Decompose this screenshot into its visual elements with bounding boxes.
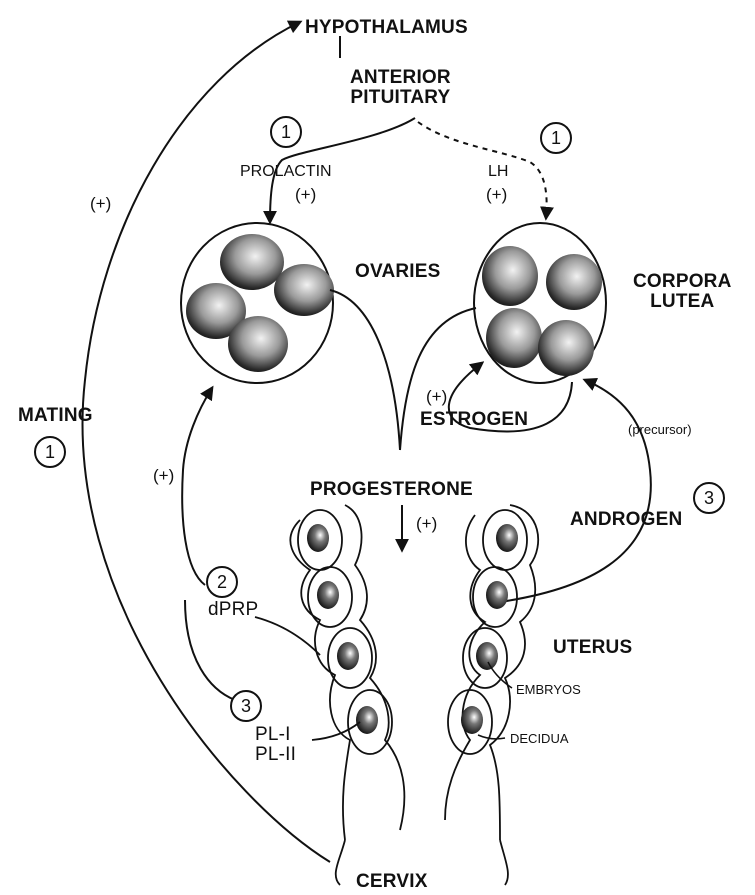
corpora-lutea-cells	[482, 246, 602, 376]
lh-label: LH	[488, 164, 508, 180]
dprp-pl-arrow	[182, 388, 212, 585]
lh-plus: (+)	[486, 186, 507, 203]
mating-label: MATING	[18, 406, 93, 425]
dprp-label: dPRP	[208, 600, 258, 619]
dprp-leader	[255, 617, 320, 655]
decidua-label: DECIDUA	[510, 732, 569, 745]
cervix-label: CERVIX	[356, 872, 428, 891]
progesterone-plus: (+)	[416, 515, 437, 532]
uterus-label: UTERUS	[553, 638, 632, 657]
corpora-lutea-label: CORPORA LUTEA	[633, 272, 732, 312]
dprp-step-number: 2	[206, 566, 238, 598]
dprp-pl-plus: (+)	[153, 467, 174, 484]
mating-step-number: 1	[34, 436, 66, 468]
progesterone-label: PROGESTERONE	[310, 480, 473, 499]
ovaries-label: OVARIES	[355, 262, 441, 281]
embryos-label: EMBRYOS	[516, 683, 581, 696]
androgen-label: ANDROGEN	[570, 510, 682, 529]
decidua-leader	[478, 735, 505, 739]
uterus-left-horn	[290, 505, 404, 840]
estrogen-plus: (+)	[426, 388, 447, 405]
pl-step-number: 3	[230, 690, 262, 722]
prolactin-step-number: 1	[270, 116, 302, 148]
ovaries-progesterone-link	[330, 290, 400, 450]
mating-plus: (+)	[90, 195, 111, 212]
precursor-label: (precursor)	[628, 423, 692, 436]
lh-step-number: 1	[540, 122, 572, 154]
hypothalamus-label: HYPOTHALAMUS	[305, 18, 468, 37]
ovary-cells	[186, 234, 334, 372]
androgen-step-number: 3	[693, 482, 725, 514]
anterior-pituitary-label: ANTERIOR PITUITARY	[350, 68, 451, 108]
uterus-right-horn	[445, 505, 538, 840]
lh-arrow	[418, 122, 547, 218]
prolactin-label: PROLACTIN	[240, 164, 332, 180]
pl-label: PL-I PL-II	[255, 725, 296, 765]
estrogen-label: ESTROGEN	[420, 410, 528, 429]
prolactin-plus: (+)	[295, 186, 316, 203]
